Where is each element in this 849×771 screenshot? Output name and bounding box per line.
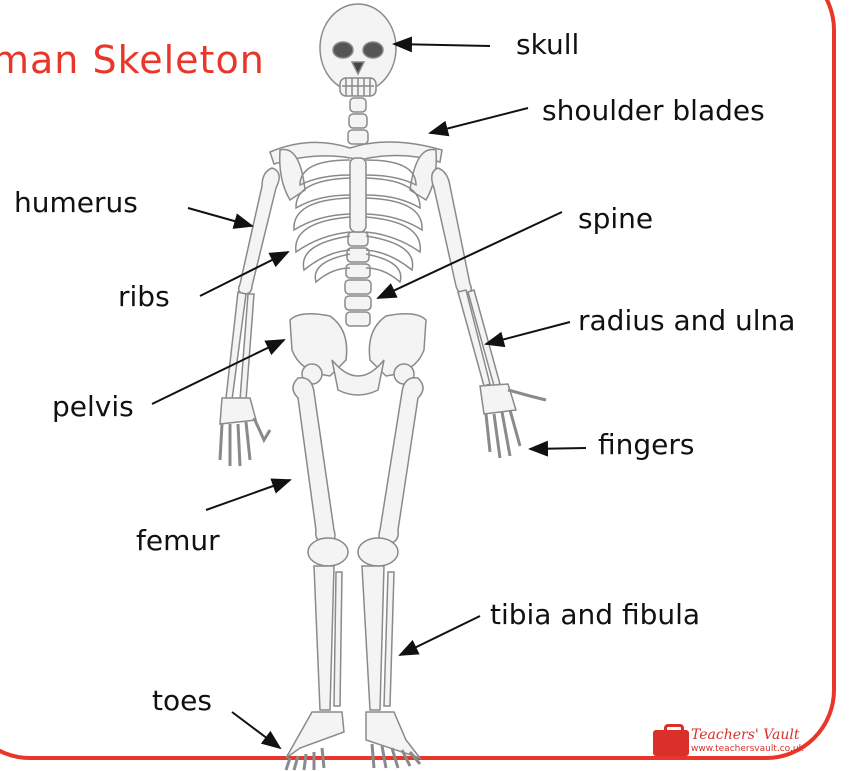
humerus-label: humerus [14, 186, 138, 219]
ribs-label: ribs [118, 280, 170, 313]
fingers-label: fingers [598, 428, 694, 461]
sternum-bone [350, 158, 366, 232]
skull-arrow [394, 44, 490, 46]
pelvis-arrow [152, 340, 284, 404]
toolbox-icon [653, 730, 689, 756]
skeleton-figure [220, 4, 546, 770]
left-humerus-bone [239, 168, 280, 294]
shoulder-blades-arrow [430, 108, 528, 133]
femur-arrow [206, 480, 290, 510]
skull-label: skull [516, 28, 579, 61]
skull-bone [320, 4, 396, 96]
spine-label: spine [578, 202, 653, 235]
pelvis-label: pelvis [52, 390, 134, 423]
right-hand-bones [480, 384, 546, 458]
right-humerus-bone [432, 168, 472, 294]
tibia-fibula-arrow [400, 616, 480, 655]
tibia-fibula-bone [314, 566, 334, 710]
toes-label: toes [152, 684, 212, 717]
radius-ulna-arrow [486, 322, 570, 344]
teachers-vault-logo: Teachers' Vault www.teachersvault.co.uk [653, 727, 833, 761]
fingers-arrow [530, 448, 586, 449]
feet-bones [286, 712, 420, 770]
shoulder-blades-label: shoulder blades [542, 94, 765, 127]
left-hand-bones [220, 398, 270, 466]
radius-and-ulna-label: radius and ulna [578, 304, 795, 337]
femur-label: femur [136, 524, 220, 557]
femur-bone [293, 378, 335, 544]
toes-arrow [232, 712, 280, 748]
tibia-and-fibula-label: tibia and fibula [490, 598, 700, 631]
humerus-arrow [188, 208, 252, 226]
logo-url: www.teachersvault.co.uk [691, 744, 804, 754]
logo-name: Teachers' Vault [691, 727, 800, 743]
